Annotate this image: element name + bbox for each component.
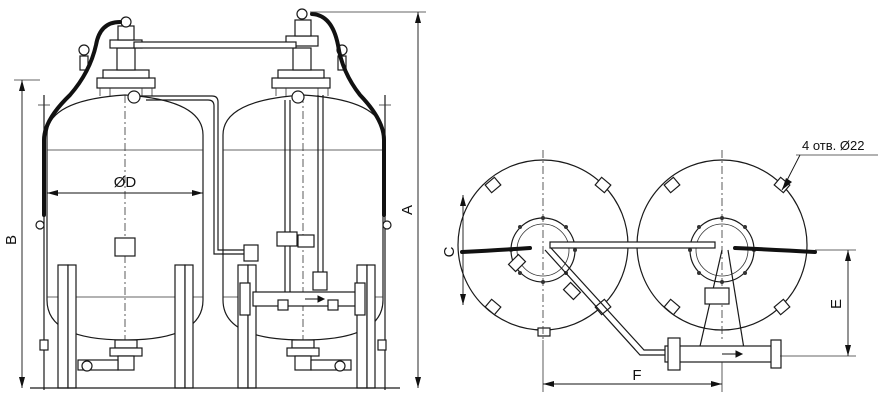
- right-tank: [222, 8, 392, 390]
- dimension-label-f: F: [632, 367, 641, 384]
- dimension-label-diameter: ØD: [114, 174, 137, 191]
- dimension-label-c: C: [441, 246, 458, 257]
- dimension-label-a: A: [399, 205, 416, 215]
- holes-note: 4 отв. Ø22: [802, 138, 864, 153]
- dimension-label-b: B: [3, 235, 20, 245]
- left-tank: [35, 16, 204, 390]
- front-view: ØD B A: [3, 8, 426, 390]
- dimension-label-e: E: [828, 299, 845, 309]
- dimension-diameter: ØD: [47, 174, 203, 196]
- top-right-tank: [636, 150, 808, 340]
- dimension-b: B: [3, 79, 40, 388]
- connecting-piping: [133, 41, 366, 316]
- hoses: [42, 12, 386, 217]
- dimension-e: E: [780, 249, 856, 357]
- dimension-a: A: [310, 11, 426, 388]
- dimension-f: F: [542, 340, 723, 392]
- holes-callout: 4 отв. Ø22: [781, 138, 878, 191]
- dimension-c: C: [441, 195, 466, 305]
- top-view-piping: [460, 241, 817, 371]
- top-view: C E F 4 отв. Ø22: [441, 138, 878, 392]
